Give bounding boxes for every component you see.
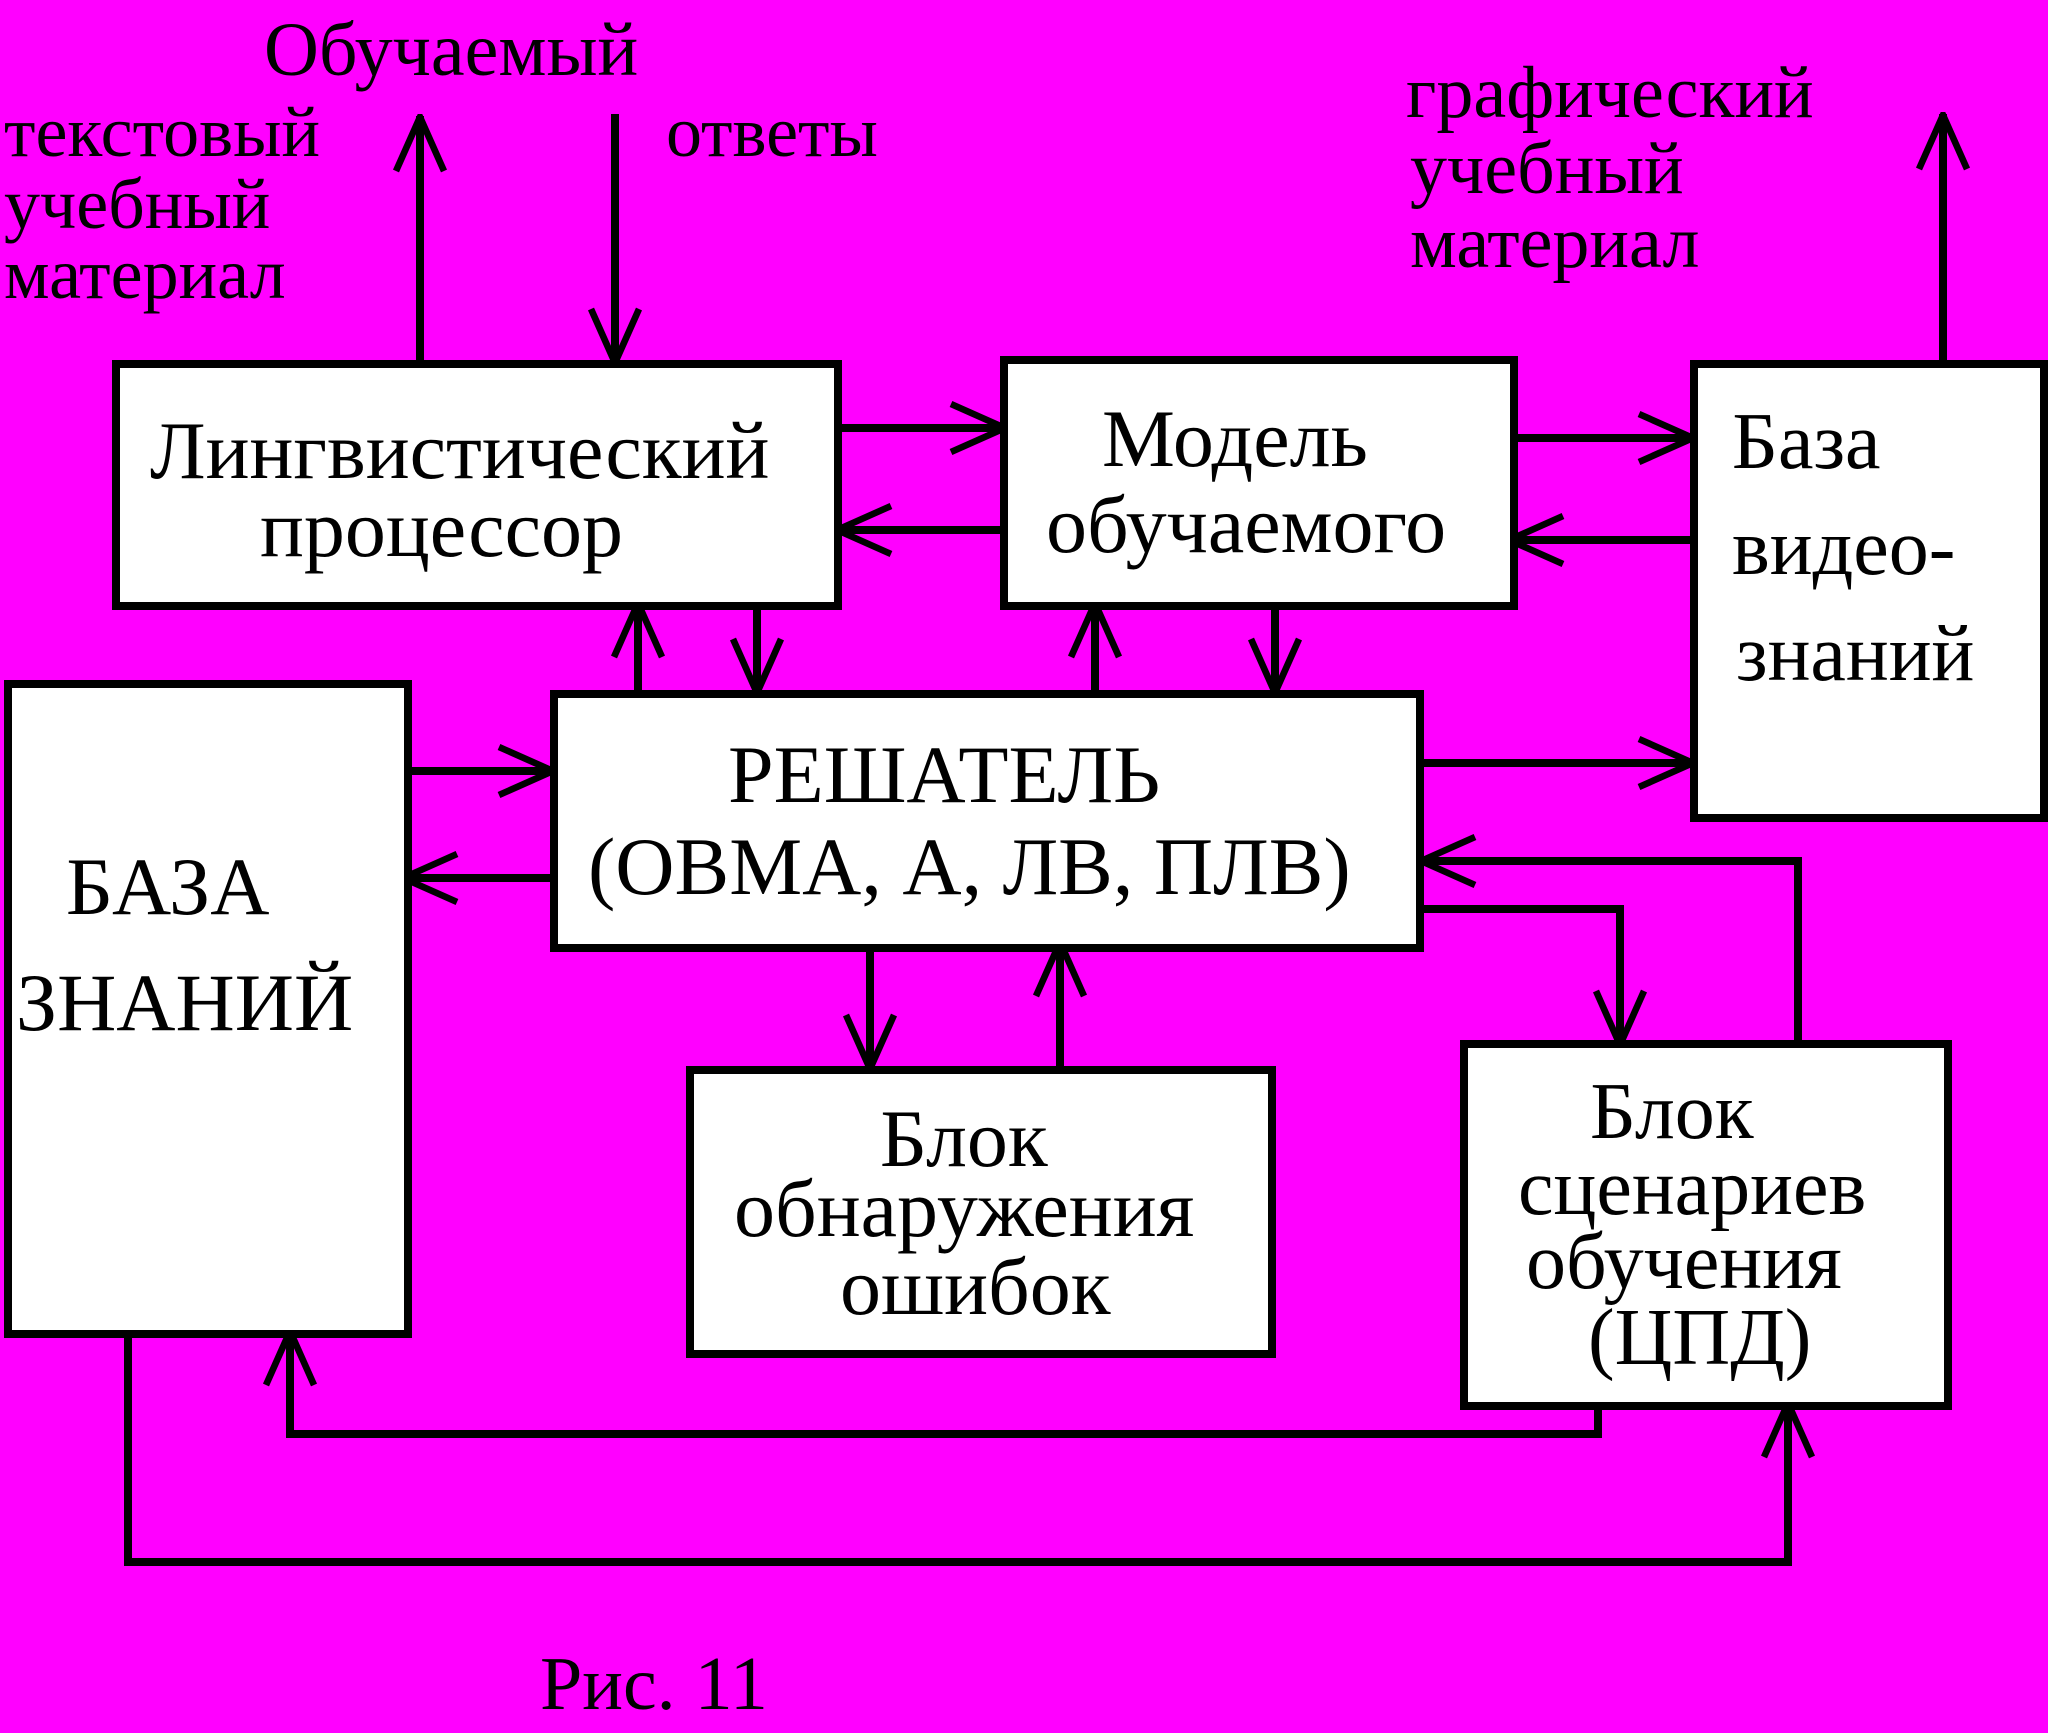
learner-label: Обучаемый [264, 8, 639, 92]
solver-label-2: (ОВМА, А, ЛВ, ПЛВ) [588, 821, 1351, 912]
learning-scenarios-label-1: Блок [1590, 1068, 1754, 1156]
learning-scenarios-label-2: сценариев [1518, 1144, 1867, 1232]
knowledge-base-box [4, 680, 412, 1338]
error-detection-label-2: обнаружения [734, 1163, 1195, 1254]
learner-model-label-2: обучаемого [1046, 479, 1447, 570]
video-knowledge-base-box [1690, 360, 2048, 822]
video-knowledge-base-label-3: знаний [1736, 610, 1975, 698]
answers-label: ответы [666, 92, 878, 172]
error-detection-label-1: Блок [880, 1093, 1048, 1184]
solver-label-1: РЕШАТЕЛЬ [728, 729, 1161, 820]
linguistic-processor-label-2: процессор [260, 483, 623, 574]
learning-scenarios-box [1460, 1040, 1952, 1410]
textual-material-label-1: текстовый [4, 92, 320, 172]
knowledge-base-label-2: ЗНАНИЙ [16, 957, 354, 1048]
linguistic-processor-box [112, 360, 842, 610]
error-detection-box [686, 1066, 1276, 1358]
learner-model-box [1000, 356, 1518, 610]
graphic-material-label-3: материал [1410, 202, 1700, 284]
solver-box [550, 690, 1424, 952]
error-detection-label-3: ошибок [840, 1241, 1111, 1332]
learning-scenarios-label-3: обучения [1526, 1218, 1842, 1306]
video-knowledge-base-label-1: База [1732, 398, 1881, 486]
figure-caption: Рис. 11 [540, 1642, 768, 1726]
knowledge-base-label-1: БАЗА [66, 841, 270, 932]
video-knowledge-base-label-2: видео- [1732, 504, 1956, 592]
textual-material-label-2: учебный [4, 164, 271, 244]
arrow-scenario-to-kb [290, 1334, 1602, 1438]
linguistic-processor-label-1: Лингвистический [150, 405, 770, 496]
learner-model-label-1: Модель [1102, 393, 1368, 484]
arrow-kb-to-scenario [124, 1334, 1788, 1566]
learning-scenarios-label-4: (ЦПД) [1588, 1294, 1812, 1382]
graphic-material-label-1: графический [1406, 52, 1814, 134]
textual-material-label-3: материал [4, 234, 286, 314]
arrow-solver-to-scenario [1418, 905, 1620, 1042]
graphic-material-label-2: учебный [1410, 128, 1684, 210]
arrow-scenario-to-solver [1424, 861, 1802, 1046]
